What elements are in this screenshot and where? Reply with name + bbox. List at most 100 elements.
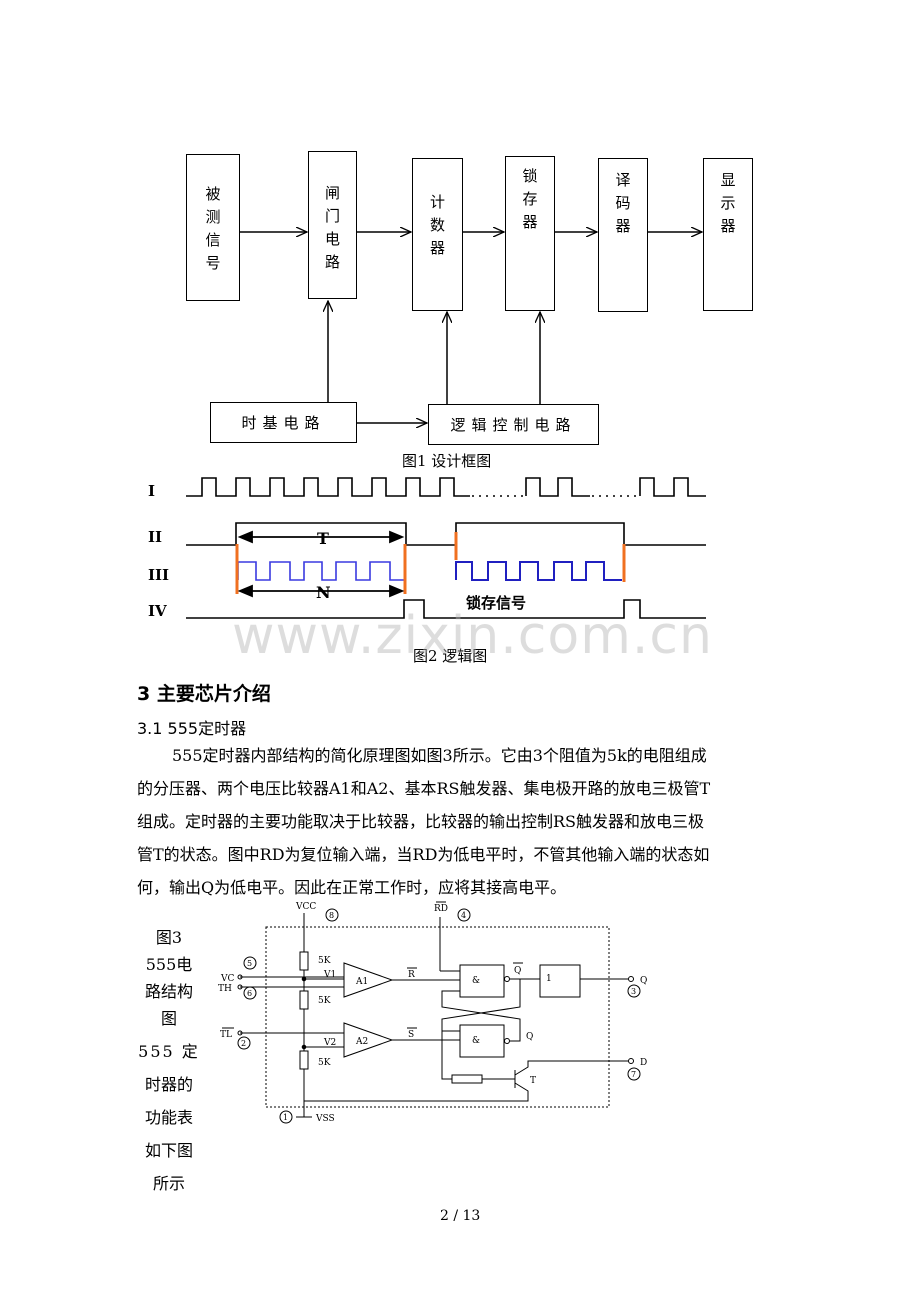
pin-4: 4 (461, 911, 466, 920)
pin-5: 5 (247, 959, 252, 968)
inverter (539, 964, 581, 998)
pin-circle (627, 984, 641, 998)
transistor-collector (514, 1060, 628, 1076)
tl-terminal (237, 1030, 243, 1036)
waveform-iii-right (455, 561, 622, 581)
th-terminal (237, 984, 243, 990)
pin-circle (457, 908, 471, 922)
row-label-2: II (148, 528, 162, 546)
n-arrow-head-right (389, 584, 405, 598)
row-label-1: I (148, 482, 155, 500)
timing-diagram: I II III IV T N (148, 477, 706, 620)
tl-label: TL (220, 1030, 232, 1040)
q-label: Q (526, 1032, 533, 1042)
chip-outline (265, 926, 610, 1108)
t-arrow-head-left (237, 530, 253, 544)
pin-circle (627, 1067, 641, 1081)
waveform-iii-left (237, 561, 404, 581)
row-label-3: III (148, 566, 169, 584)
block-timebase: 时基电路 (210, 402, 357, 443)
side-line: 图3 (155, 928, 183, 947)
paragraph-line: 管T的状态。图中RD为复位输入端，当RD为低电平时，不管其他输入端的状态如 (137, 845, 710, 864)
latch-feedback (441, 990, 521, 1042)
block-gate-label: 闸门电路 (324, 184, 340, 271)
block-logic: 逻辑控制电路 (428, 404, 599, 445)
q-out-label: Q (640, 976, 647, 986)
nand-gate-2 (459, 1024, 505, 1058)
watermark: www.zixin.com.cn (232, 606, 713, 666)
circuit-555: VCC RD VC TH TL VSS 8 4 5 6 2 1 3 7 5K 5… (218, 901, 647, 1124)
section-heading: 3 主要芯片介绍 (137, 683, 271, 705)
vc-terminal (237, 974, 243, 980)
resistor-2 (299, 990, 309, 1010)
page-number: 2 / 13 (440, 1208, 481, 1224)
s-bar-label: S (408, 1030, 414, 1040)
section-subheading: 3.1 555定时器 (137, 719, 247, 738)
r2-label: 5K (318, 996, 331, 1006)
a1-label: A1 (355, 977, 368, 987)
block-gate: 闸门电路 (308, 151, 357, 299)
pin-circle (325, 908, 339, 922)
pin-7: 7 (631, 1070, 636, 1079)
comparator-a1 (343, 962, 394, 998)
comparator-a2 (343, 1022, 394, 1058)
t-label: T (317, 529, 329, 548)
figure-2-caption: 图2 逻辑图 (413, 647, 488, 665)
block-display: 显示器 (703, 158, 753, 311)
block-decoder: 译码器 (598, 158, 648, 312)
resistor-3 (299, 1050, 309, 1070)
q-bar-label: Q (514, 966, 521, 976)
block-signal-label: 被测信号 (205, 185, 221, 272)
block-logic-label: 逻辑控制电路 (450, 416, 577, 434)
and-2-label: & (472, 1036, 480, 1046)
r1-label: 5K (318, 956, 331, 966)
v2-label: V2 (323, 1038, 336, 1048)
d-terminal (628, 1058, 634, 1064)
pin-circle (279, 1110, 293, 1124)
block-counter-label: 计数器 (429, 193, 445, 257)
paragraph-line: 的分压器、两个电压比较器A1和A2、基本RS触发器、集电极开路的放电三极管T (137, 779, 711, 798)
pin-circle (243, 956, 257, 970)
a2-label: A2 (355, 1037, 368, 1047)
waveform-iv (186, 599, 706, 619)
row-label-4: IV (148, 602, 167, 620)
vcc-label: VCC (295, 902, 316, 912)
side-line: 时器的 (144, 1075, 193, 1094)
r3-label: 5K (318, 1058, 331, 1068)
pin-circle (237, 1036, 251, 1050)
q-to-transistor (441, 1019, 452, 1080)
latch-signal-label: 锁存信号 (466, 594, 526, 612)
th-label: TH (218, 984, 232, 994)
and-1-label: & (472, 976, 480, 986)
vss-label: VSS (315, 1114, 335, 1124)
r-bar-label: R (408, 970, 415, 980)
pin-circle (243, 986, 257, 1000)
transistor-emitter (304, 1082, 529, 1102)
pin-6: 6 (247, 989, 252, 998)
vc-label: VC (220, 974, 234, 984)
pin-2: 2 (241, 1039, 246, 1048)
node-dot (301, 976, 307, 982)
base-resistor (451, 1074, 483, 1084)
latch-feedback (441, 979, 521, 1032)
figure-1-caption: 图1 设计框图 (402, 452, 492, 470)
nand-gate-1 (459, 964, 505, 998)
side-line: 555电 (145, 955, 193, 974)
block-latch: 锁存器 (505, 156, 555, 311)
node-dot (301, 1044, 307, 1050)
side-line: 如下图 (144, 1141, 193, 1160)
pin-1: 1 (283, 1113, 288, 1122)
t-transistor-label: T (530, 1076, 536, 1086)
block-display-label: 显示器 (720, 171, 736, 235)
block-latch-label: 锁存器 (522, 167, 538, 231)
side-line: 所示 (152, 1174, 185, 1193)
resistor-1 (299, 951, 309, 971)
block-timebase-label: 时基电路 (241, 414, 326, 432)
side-line: 555 定 (138, 1042, 200, 1061)
n-arrow-head-left (237, 584, 253, 598)
gate-bubble (504, 976, 510, 982)
pin-8: 8 (329, 911, 334, 920)
paragraph-line: 何，输出Q为低电平。因此在正常工作时，应将其接高电平。 (137, 878, 567, 897)
figure-1-arrows (240, 0, 920, 460)
gate-bubble (504, 1038, 510, 1044)
